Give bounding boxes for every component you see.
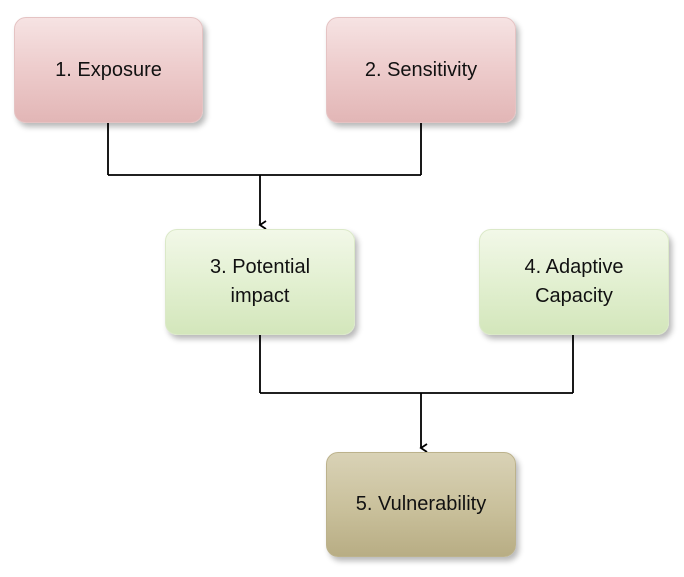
- node-adaptive-capacity: 4. Adaptive Capacity: [479, 229, 669, 335]
- node-potential-impact: 3. Potential impact: [165, 229, 355, 335]
- node-vulnerability: 5. Vulnerability: [326, 452, 516, 557]
- node-sensitivity: 2. Sensitivity: [326, 17, 516, 123]
- node-exposure: 1. Exposure: [14, 17, 203, 123]
